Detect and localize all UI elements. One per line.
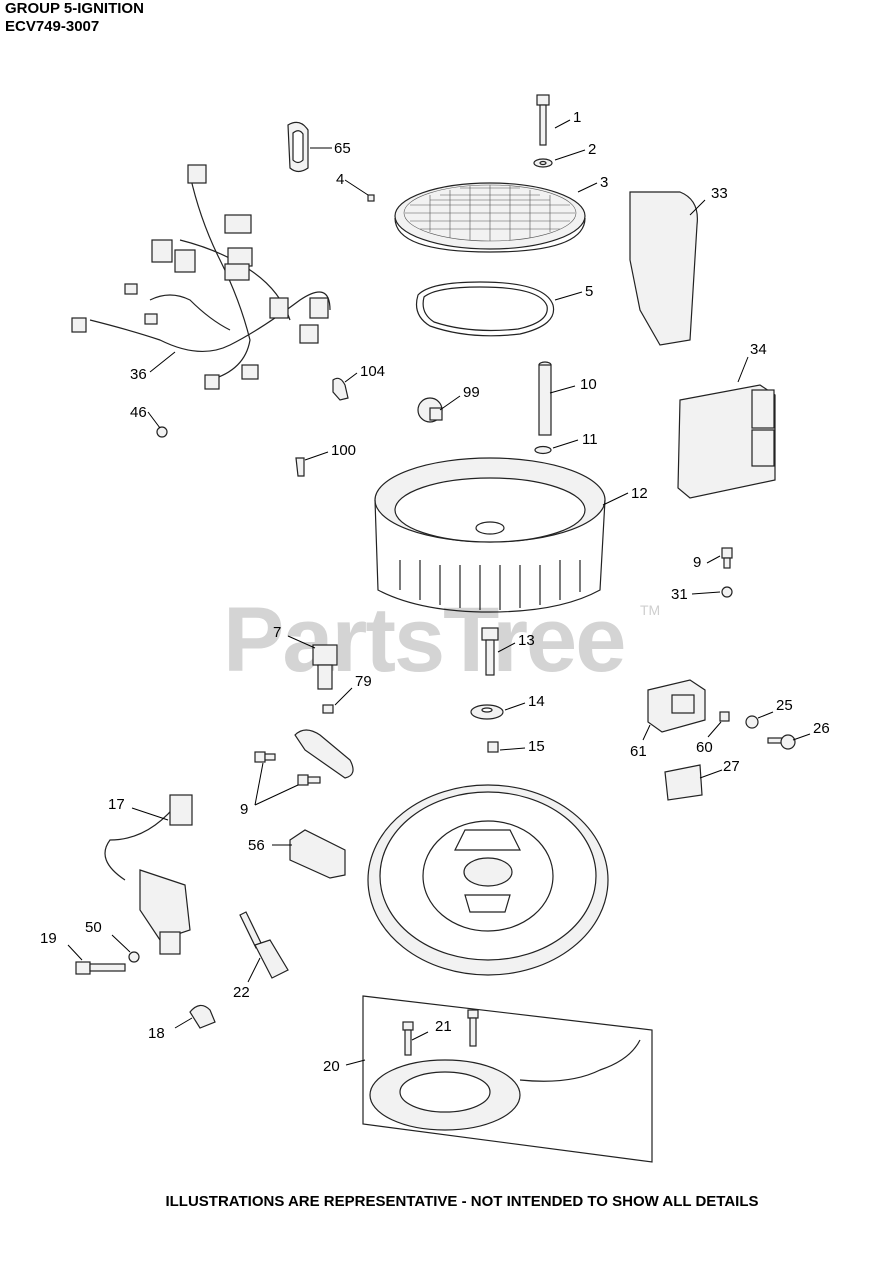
part-65-clip[interactable] [287,121,309,173]
diagram-disclaimer: ILLUSTRATIONS ARE REPRESENTATIVE - NOT I… [0,1193,894,1210]
callout-17[interactable]: 17 [108,796,125,813]
callout-14[interactable]: 14 [528,693,545,710]
callout-104[interactable]: 104 [360,363,386,380]
part-33-bracket[interactable] [629,191,698,346]
callout-50[interactable]: 50 [85,919,102,936]
callout-11[interactable]: 11 [582,431,598,448]
disclaimer-text: ILLUSTRATIONS ARE REPRESENTATIVE - NOT I… [165,1193,759,1210]
callout-46[interactable]: 46 [130,404,147,421]
part-61-regulator[interactable] [647,679,706,733]
callout-15[interactable]: 15 [528,738,545,755]
callout-31[interactable]: 31 [671,586,688,603]
callout-2[interactable]: 2 [588,141,597,158]
part-50-washer[interactable] [128,951,140,963]
callout-36[interactable]: 36 [130,366,147,383]
part-12-fan[interactable] [374,457,606,613]
callout-56[interactable]: 56 [248,837,265,854]
callout-21[interactable]: 21 [435,1018,452,1035]
part-60-screw[interactable] [719,711,730,722]
callout-65[interactable]: 65 [334,140,351,157]
part-31-lockwasher[interactable] [721,586,733,598]
part-79-spacer[interactable] [322,704,334,714]
diagram-group-title: GROUP 5-IGNITION [5,0,144,17]
callout-60[interactable]: 60 [696,739,713,756]
part-15-key[interactable] [487,741,499,753]
callout-26[interactable]: 26 [813,720,830,737]
part-104-clamp[interactable] [332,377,349,401]
part-14-washer[interactable] [470,704,504,720]
part-22-spark-plug[interactable] [239,911,289,979]
part-9-screws-lower[interactable] [254,751,321,786]
callout-27[interactable]: 27 [723,758,740,775]
part-7-sensor[interactable] [312,644,338,690]
part-56-bracket[interactable] [289,829,346,879]
part-36-wiring-harness[interactable] [71,164,331,390]
part-9-screw-upper[interactable] [721,547,733,569]
callout-12[interactable]: 12 [631,485,648,502]
callout-1[interactable]: 1 [573,109,582,126]
part-3-screen[interactable] [394,182,586,253]
callout-4[interactable]: 4 [336,171,345,188]
diagram-model-number: ECV749-3007 [5,18,100,35]
callout-79[interactable]: 79 [355,673,372,690]
flywheel[interactable] [367,784,609,976]
callout-22[interactable]: 22 [233,984,250,1001]
part-27-cover[interactable] [664,764,703,801]
callout-25[interactable]: 25 [776,697,793,714]
part-17-ignition-coil[interactable] [104,794,193,955]
part-10-spacer[interactable] [538,361,552,436]
part-20-stator[interactable] [362,995,653,1163]
part-99-connector[interactable] [417,397,443,423]
callout-19[interactable]: 19 [40,930,57,947]
callout-61[interactable]: 61 [630,743,647,760]
part-4-pin[interactable] [367,194,375,202]
part-34-ignition-module[interactable] [677,384,776,499]
part-13-bolt[interactable] [481,627,499,676]
callout-7[interactable]: 7 [273,624,282,641]
callout-9-upper[interactable]: 9 [693,554,702,571]
part-19-bolt[interactable] [75,961,126,975]
callout-5[interactable]: 5 [585,283,594,300]
part-5-gasket[interactable] [415,281,555,337]
sensor-bracket[interactable] [294,729,354,779]
callout-13[interactable]: 13 [518,632,535,649]
part-100-bracket[interactable] [295,457,305,477]
part-25-washer[interactable] [745,715,759,729]
part-26-screw[interactable] [767,734,796,750]
callout-10[interactable]: 10 [580,376,597,393]
callout-34[interactable]: 34 [750,341,767,358]
watermark-trademark: TM [640,602,661,618]
part-46-grommet[interactable] [156,426,168,438]
callout-99[interactable]: 99 [463,384,480,401]
callout-9-lower[interactable]: 9 [240,801,249,818]
callout-100[interactable]: 100 [331,442,357,459]
part-21-bolts[interactable] [402,1009,479,1056]
callout-18[interactable]: 18 [148,1025,165,1042]
callout-20[interactable]: 20 [323,1058,340,1075]
callout-3[interactable]: 3 [600,174,609,191]
part-18-clip[interactable] [189,1004,216,1029]
part-1-bolt[interactable] [536,94,550,146]
part-2-washer[interactable] [533,158,553,168]
part-11-washer[interactable] [534,445,552,455]
callout-33[interactable]: 33 [711,185,728,202]
